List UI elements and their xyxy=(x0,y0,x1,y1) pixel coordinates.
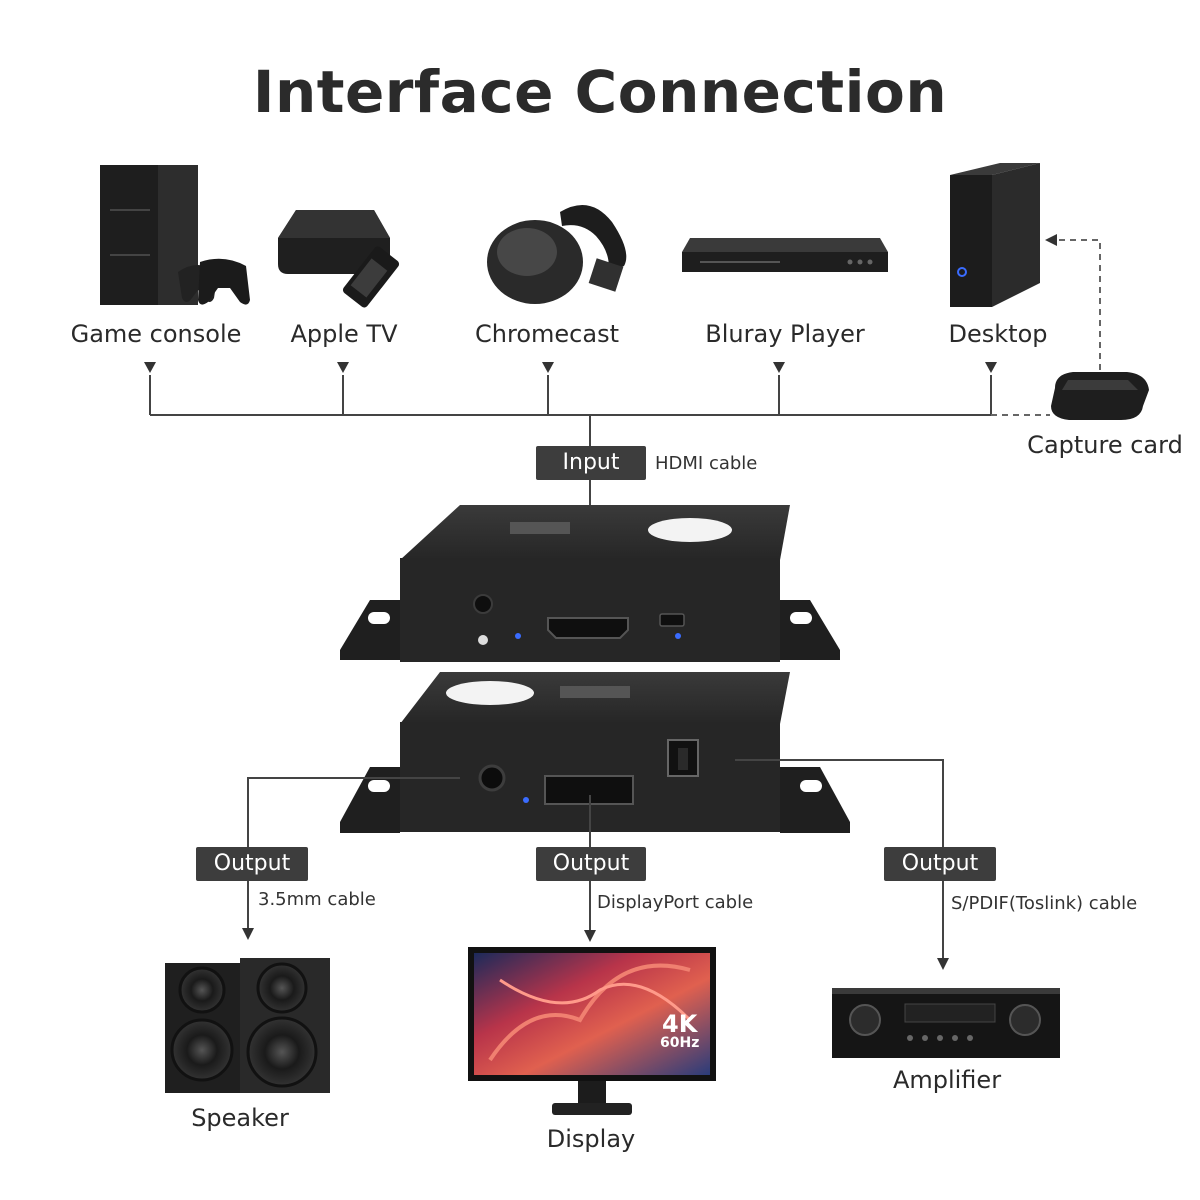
speaker-icon xyxy=(165,958,330,1093)
page-title: Interface Connection xyxy=(252,58,948,126)
amplifier-icon xyxy=(832,988,1060,1058)
output-tag-display: Output xyxy=(536,847,646,881)
capture-card-arrow xyxy=(1045,234,1057,246)
device-label-speaker: Speaker xyxy=(191,1104,289,1132)
badge-resolution: 4K xyxy=(662,1010,698,1038)
chromecast-icon xyxy=(487,204,627,304)
display-icon xyxy=(468,947,716,1115)
source-arrows xyxy=(144,362,997,373)
capture-card-label: Capture card xyxy=(1027,431,1183,459)
source-label-game-console: Game console xyxy=(70,320,242,348)
input-tag: Input xyxy=(536,446,646,480)
source-label-apple-tv: Apple TV xyxy=(290,320,398,348)
output-cable-display: DisplayPort cable xyxy=(597,892,754,913)
output-tag-amplifier: Output xyxy=(884,847,996,881)
output-cable-amplifier: S/PDIF(Toslink) cable xyxy=(951,893,1138,914)
output-tag-speaker: Output xyxy=(196,847,308,881)
apple-tv-icon xyxy=(278,210,400,308)
source-label-chromecast: Chromecast xyxy=(475,320,619,348)
game-console-icon xyxy=(100,165,250,305)
badge-refresh: 60Hz xyxy=(660,1035,700,1051)
input-cable-label: HDMI cable xyxy=(655,453,758,474)
capture-card-link xyxy=(991,239,1101,416)
device-label-display: Display xyxy=(546,1125,636,1153)
device-label-amplifier: Amplifier xyxy=(892,1066,1002,1094)
transmitter-box xyxy=(340,505,840,662)
display-4k-badge: 4K 60Hz xyxy=(660,1012,699,1050)
bluray-player-icon xyxy=(682,238,888,272)
source-label-desktop: Desktop xyxy=(948,320,1048,348)
output-arrows xyxy=(242,928,949,970)
desktop-icon xyxy=(950,163,1040,307)
source-wiring xyxy=(149,375,992,505)
receiver-box xyxy=(340,672,850,833)
output-cable-speaker: 3.5mm cable xyxy=(258,889,376,910)
source-label-bluray-player: Bluray Player xyxy=(705,320,865,348)
capture-card-icon xyxy=(1051,372,1149,420)
